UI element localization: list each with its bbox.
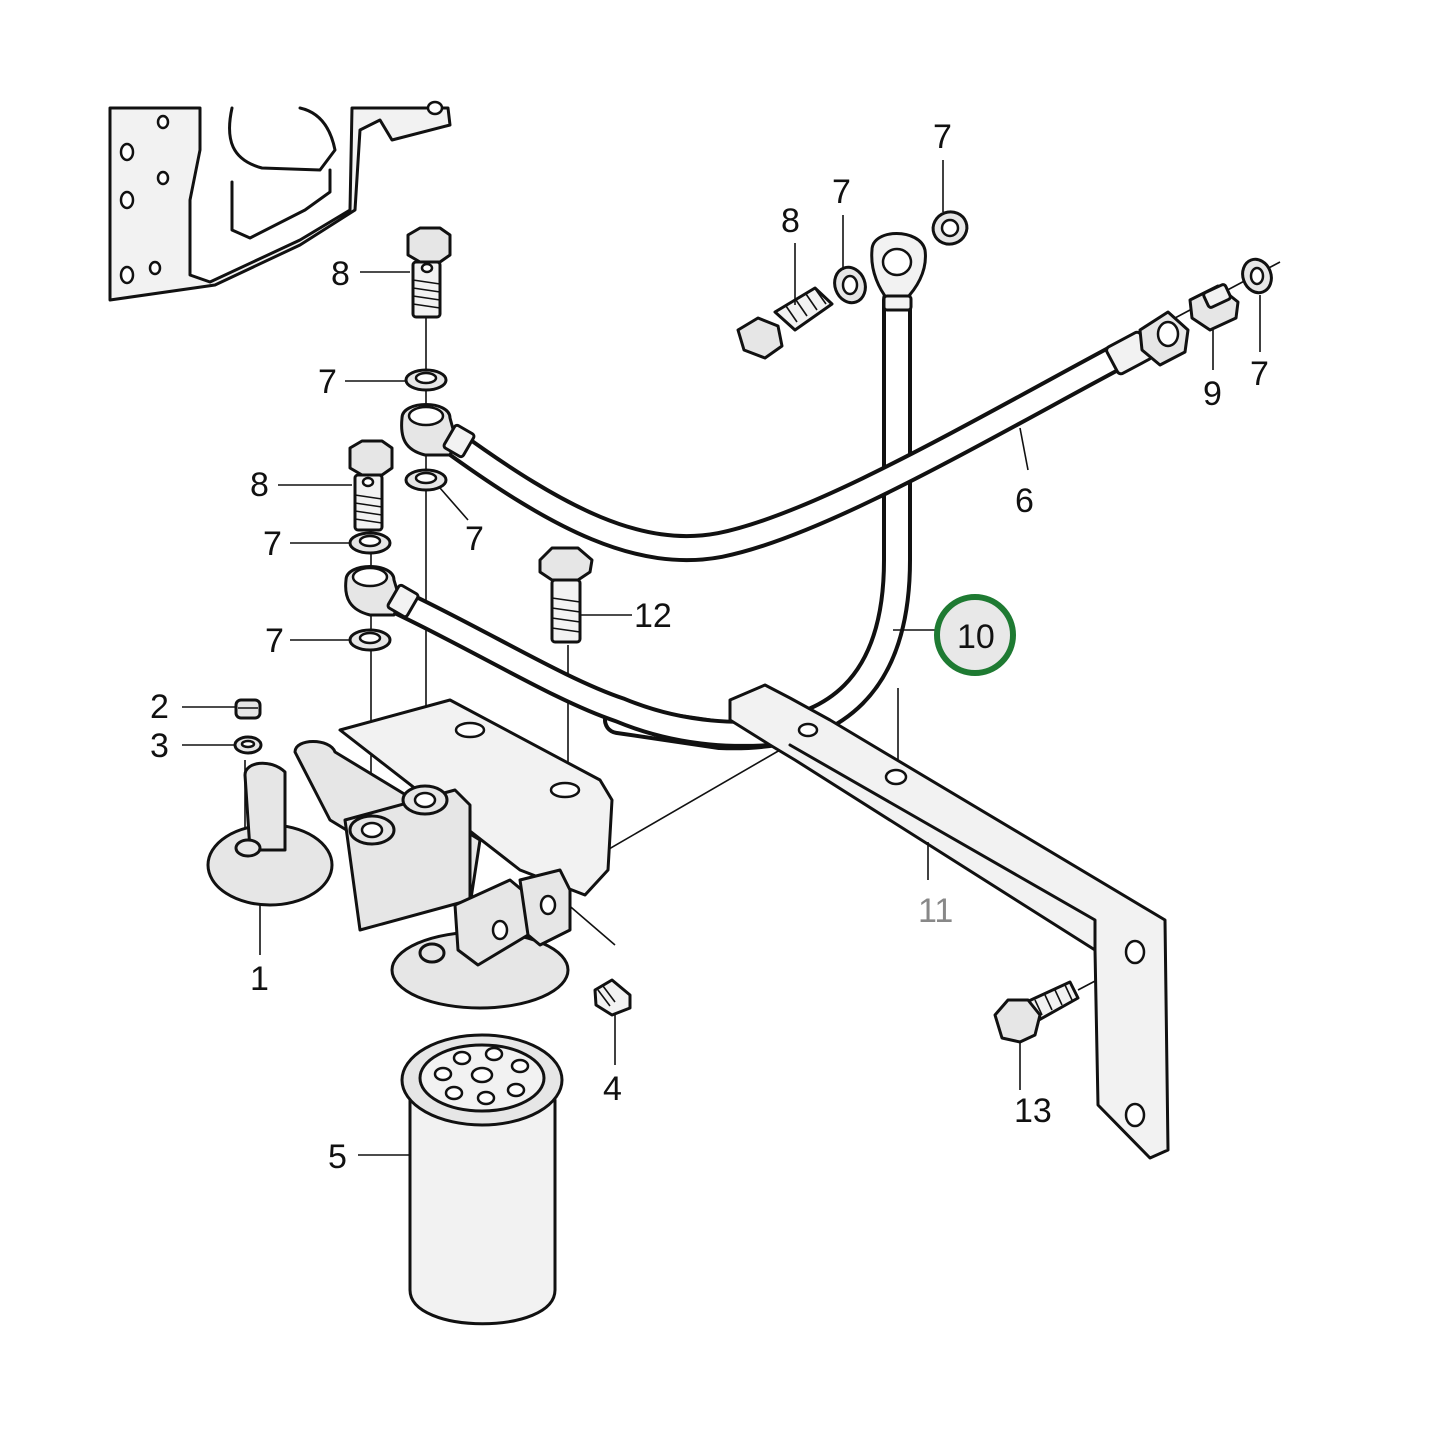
- bolt-13: [993, 980, 1080, 1044]
- banjo-lower-left: [344, 565, 420, 619]
- callout-4[interactable]: 4: [603, 1070, 622, 1108]
- pipe-lower: [381, 586, 814, 748]
- bleed-screw-2: [234, 698, 262, 720]
- callout-12[interactable]: 12: [634, 597, 672, 635]
- callout-7-g[interactable]: 7: [1250, 355, 1269, 393]
- callout-13[interactable]: 13: [1014, 1092, 1052, 1130]
- washers: [348, 210, 1273, 652]
- callout-2[interactable]: 2: [150, 688, 169, 726]
- engine-block-fragment: [108, 100, 452, 302]
- callout-7-a[interactable]: 7: [318, 363, 337, 401]
- callout-7-d[interactable]: 7: [265, 622, 284, 660]
- highlight-callout-10: [934, 594, 1016, 676]
- callout-7-c[interactable]: 7: [465, 520, 484, 558]
- callout-8-right[interactable]: 8: [781, 202, 800, 240]
- plug-4: [593, 978, 632, 1017]
- callout-7-e[interactable]: 7: [832, 173, 851, 211]
- callout-1[interactable]: 1: [250, 960, 269, 998]
- banjo-bolt-upper: [406, 226, 452, 319]
- callout-9[interactable]: 9: [1203, 375, 1222, 413]
- callout-7-f[interactable]: 7: [933, 118, 952, 156]
- callout-8-lower[interactable]: 8: [250, 466, 269, 504]
- banjo-upper-left: [400, 403, 476, 459]
- bolt-12: [538, 546, 594, 644]
- highlight-ring: [934, 594, 1016, 676]
- callout-8-upper[interactable]: 8: [331, 255, 350, 293]
- callout-11[interactable]: 11: [918, 892, 953, 930]
- callout-7-b[interactable]: 7: [263, 525, 282, 563]
- filter-cartridge-5: [400, 1033, 564, 1326]
- callout-6[interactable]: 6: [1015, 482, 1034, 520]
- callout-5[interactable]: 5: [328, 1138, 347, 1176]
- washer-3: [233, 735, 263, 755]
- callout-labels: 8 7 8 7 7 7 2 3 1 4 5 6 8 7 7 9 7 10 11 …: [150, 118, 1269, 1176]
- pipe-6: [436, 310, 1190, 562]
- banjo-bolt-right: [736, 286, 834, 360]
- filter-head: [206, 698, 614, 1010]
- callout-10[interactable]: 10: [957, 618, 995, 656]
- leader-lines: [182, 160, 1261, 1156]
- callout-3[interactable]: 3: [150, 727, 169, 765]
- banjo-bolt-lower: [348, 439, 394, 532]
- bracket-11: [728, 683, 1170, 1160]
- fitting-9: [1188, 283, 1240, 332]
